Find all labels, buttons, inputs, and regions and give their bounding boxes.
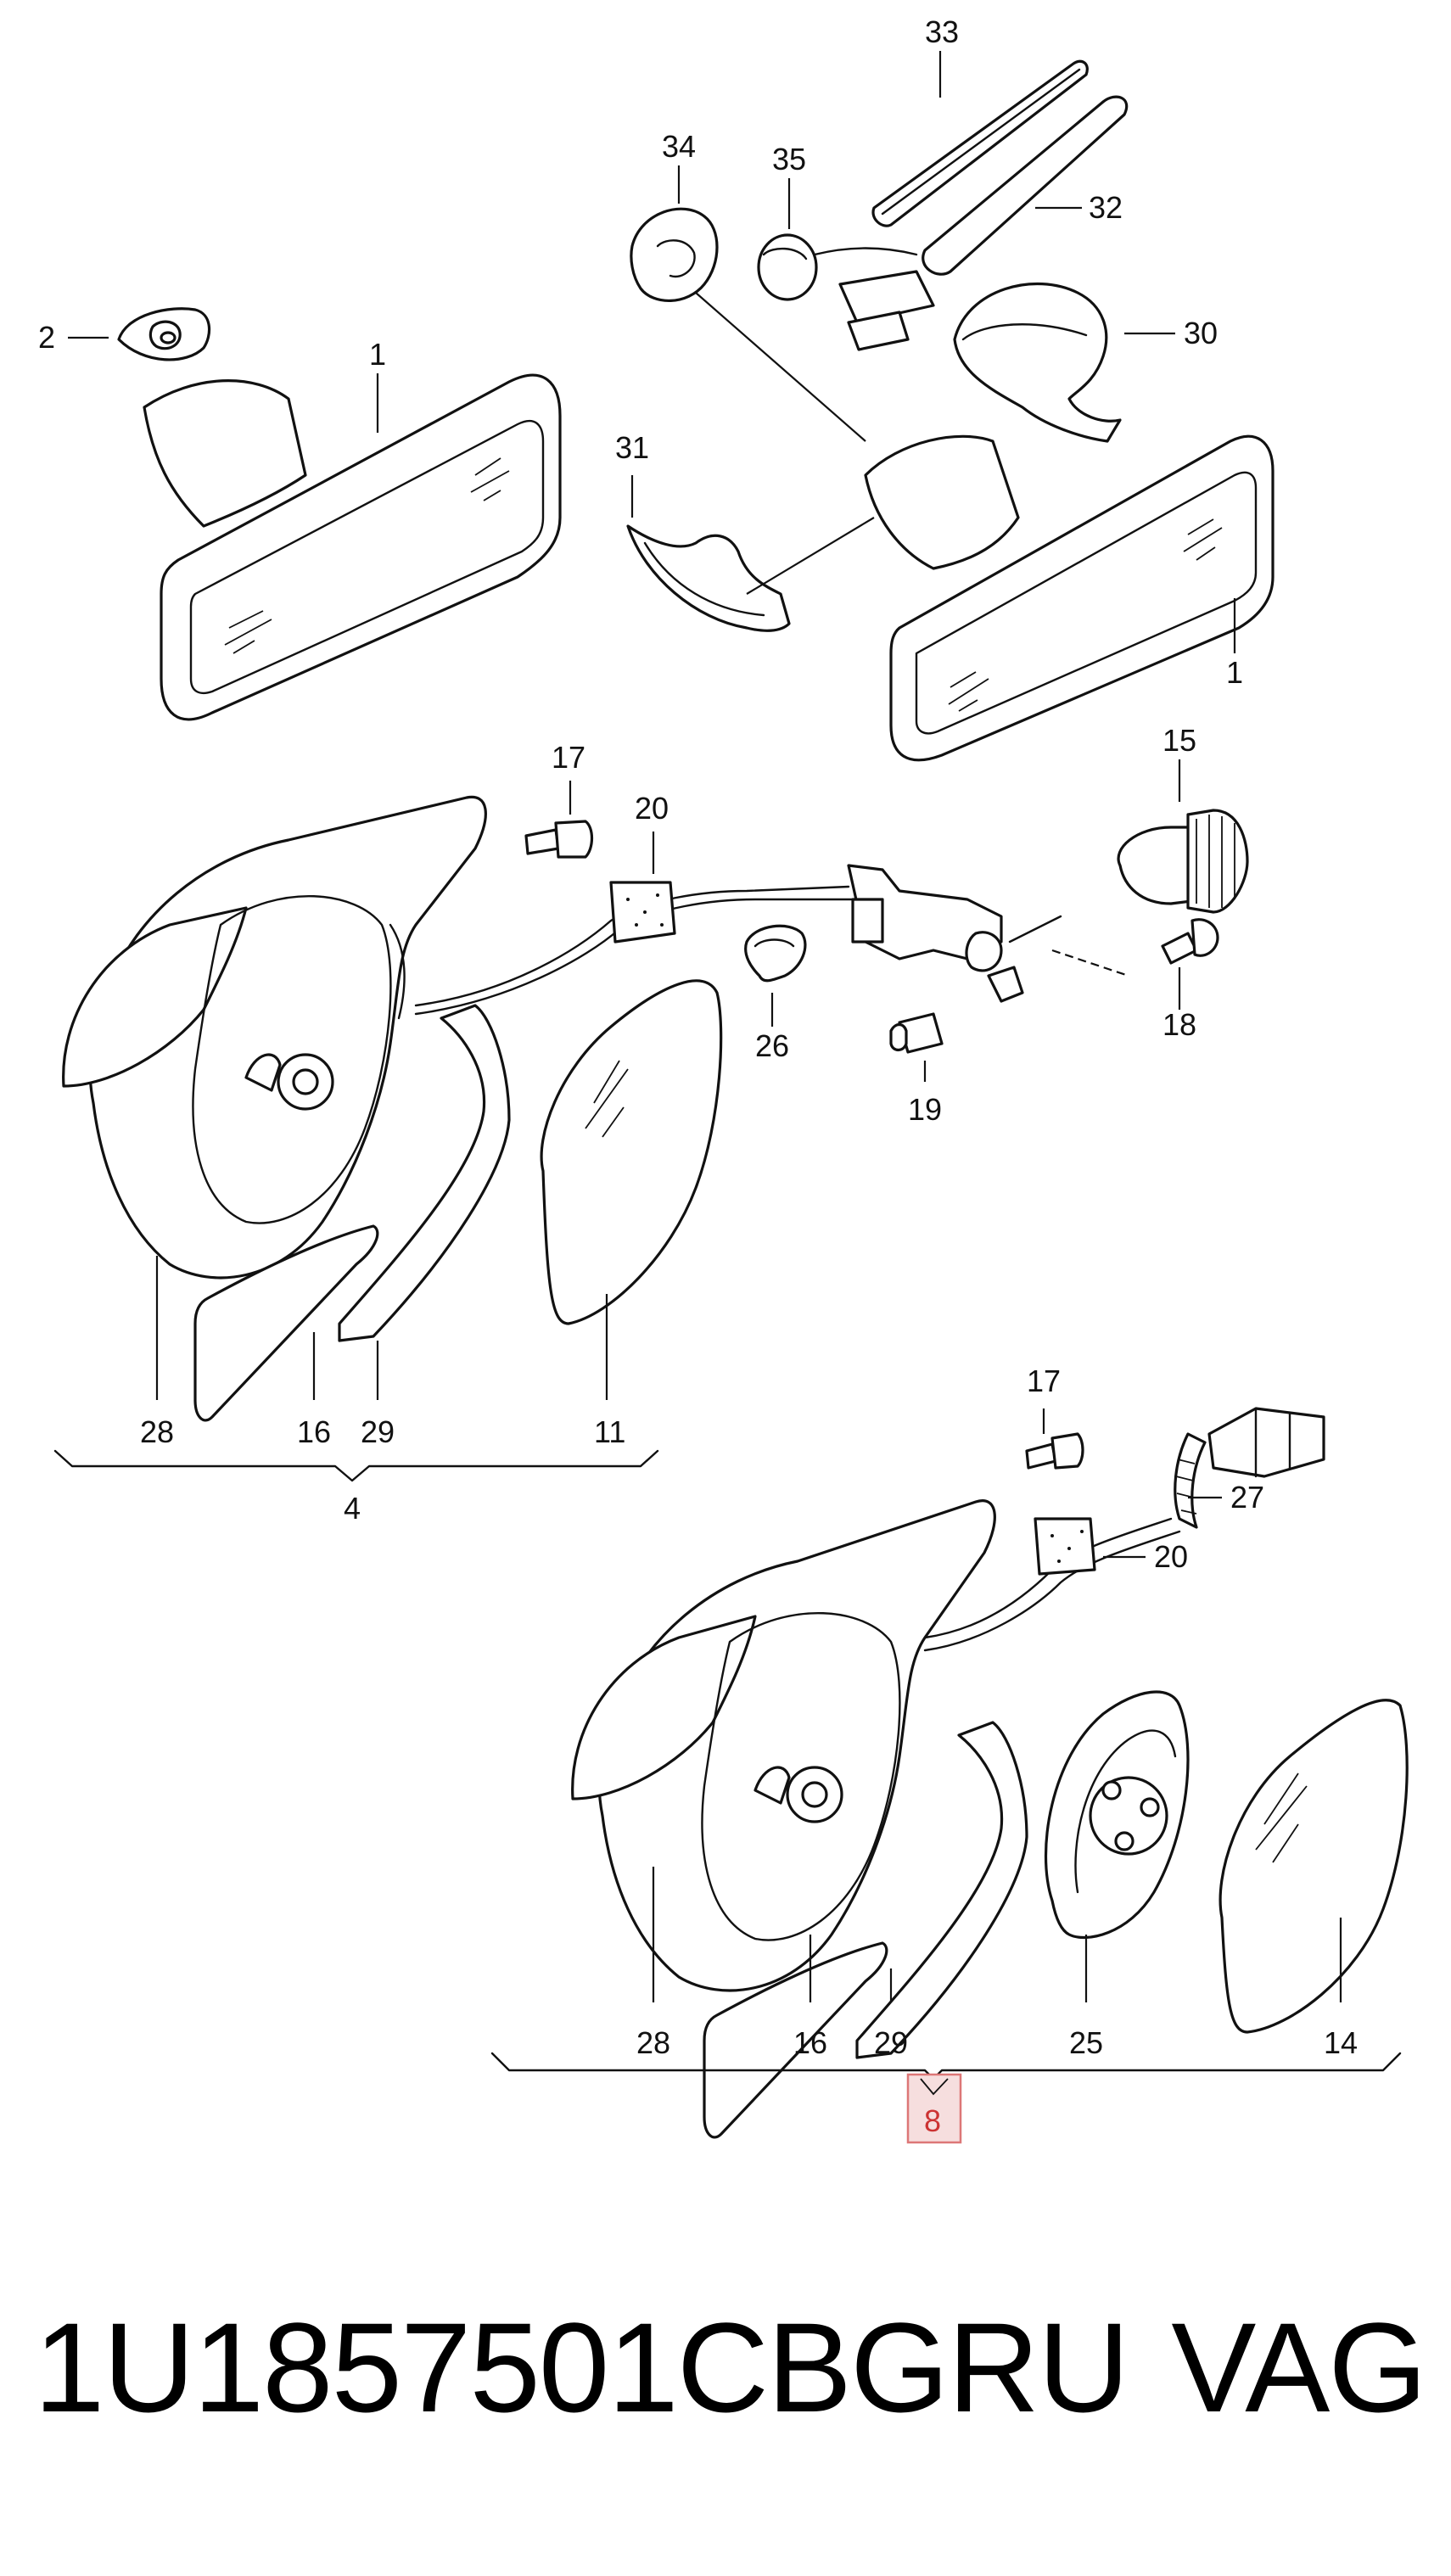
callout-16b: 16 <box>793 2025 827 2060</box>
callout-28a: 28 <box>140 1414 174 1449</box>
mirror-housing-28b <box>571 1499 996 1992</box>
brand-name: VAG <box>1171 2296 1427 2439</box>
callout-17b: 17 <box>1027 1364 1061 1398</box>
mirror-base-clip-2 <box>117 307 211 361</box>
cover-31 <box>626 524 791 632</box>
bracket-4 <box>53 1449 659 1482</box>
dashed-18 <box>1051 949 1129 977</box>
callout-2: 2 <box>38 320 55 355</box>
callout-15: 15 <box>1162 723 1196 758</box>
clip-34 <box>630 207 719 302</box>
motor-assembly <box>847 864 1062 1003</box>
callout-26: 26 <box>755 1028 789 1063</box>
mirror-housing-28a <box>62 795 487 1280</box>
callout-32: 32 <box>1089 190 1123 225</box>
callout-33: 33 <box>925 14 959 49</box>
callout-8: 8 <box>924 2103 941 2138</box>
callout-35: 35 <box>772 142 806 176</box>
seal-29a <box>338 1004 511 1342</box>
highlight-8-caret <box>920 2078 949 2096</box>
part-footer: 1U1857501CBGRU VAG <box>34 2282 1427 2452</box>
cable-duct-32 <box>922 95 1129 276</box>
callout-27: 27 <box>1230 1480 1264 1515</box>
mirror-glass-11 <box>540 979 723 1325</box>
callout-25: 25 <box>1069 2025 1103 2060</box>
callout-1a: 1 <box>369 337 386 372</box>
callout-19: 19 <box>908 1092 942 1127</box>
clip-26 <box>744 924 807 983</box>
callout-14: 14 <box>1324 2025 1358 2060</box>
leader-31-mount <box>746 517 875 595</box>
leader-34-mount <box>695 292 866 442</box>
mirror-glass-14 <box>1219 1699 1409 2034</box>
callout-30: 30 <box>1184 316 1218 350</box>
screw-17b <box>1025 1432 1084 1470</box>
callout-20a: 20 <box>635 791 669 826</box>
motor-plate-25 <box>1044 1690 1190 1940</box>
callout-17a: 17 <box>552 740 585 775</box>
screw-18 <box>1161 918 1219 965</box>
screw-17a <box>524 820 594 859</box>
wiring-harness-top <box>414 881 859 1016</box>
callout-11: 11 <box>594 1414 625 1449</box>
part-number: 1U1857501CBGRU <box>34 2296 1129 2439</box>
seal-29b <box>855 1721 1028 2059</box>
callout-16a: 16 <box>297 1414 331 1449</box>
cover-16b <box>703 1941 888 2139</box>
callout-20b: 20 <box>1154 1539 1188 1574</box>
sensor-35 <box>757 233 935 351</box>
cover-16a <box>193 1224 379 1422</box>
wiring-harness-bottom <box>923 1407 1325 1652</box>
callout-4: 4 <box>344 1491 361 1526</box>
cover-30 <box>953 282 1122 443</box>
callout-34: 34 <box>662 129 696 164</box>
callout-29a: 29 <box>361 1414 395 1449</box>
exploded-parts-diagram: 2 1 1 30 31 33 32 34 <box>38 14 1409 2144</box>
highlight-8 <box>906 2073 962 2144</box>
interior-mirror-left <box>143 373 562 721</box>
adjuster-15 <box>1117 809 1249 914</box>
callout-18: 18 <box>1162 1007 1196 1042</box>
callout-31: 31 <box>615 430 649 465</box>
clip-19 <box>889 1012 944 1054</box>
callout-28b: 28 <box>636 2025 670 2060</box>
callout-29b: 29 <box>874 2025 908 2060</box>
interior-mirror-right <box>864 434 1275 762</box>
callout-1b: 1 <box>1226 655 1243 690</box>
trim-strip-33 <box>871 59 1089 227</box>
